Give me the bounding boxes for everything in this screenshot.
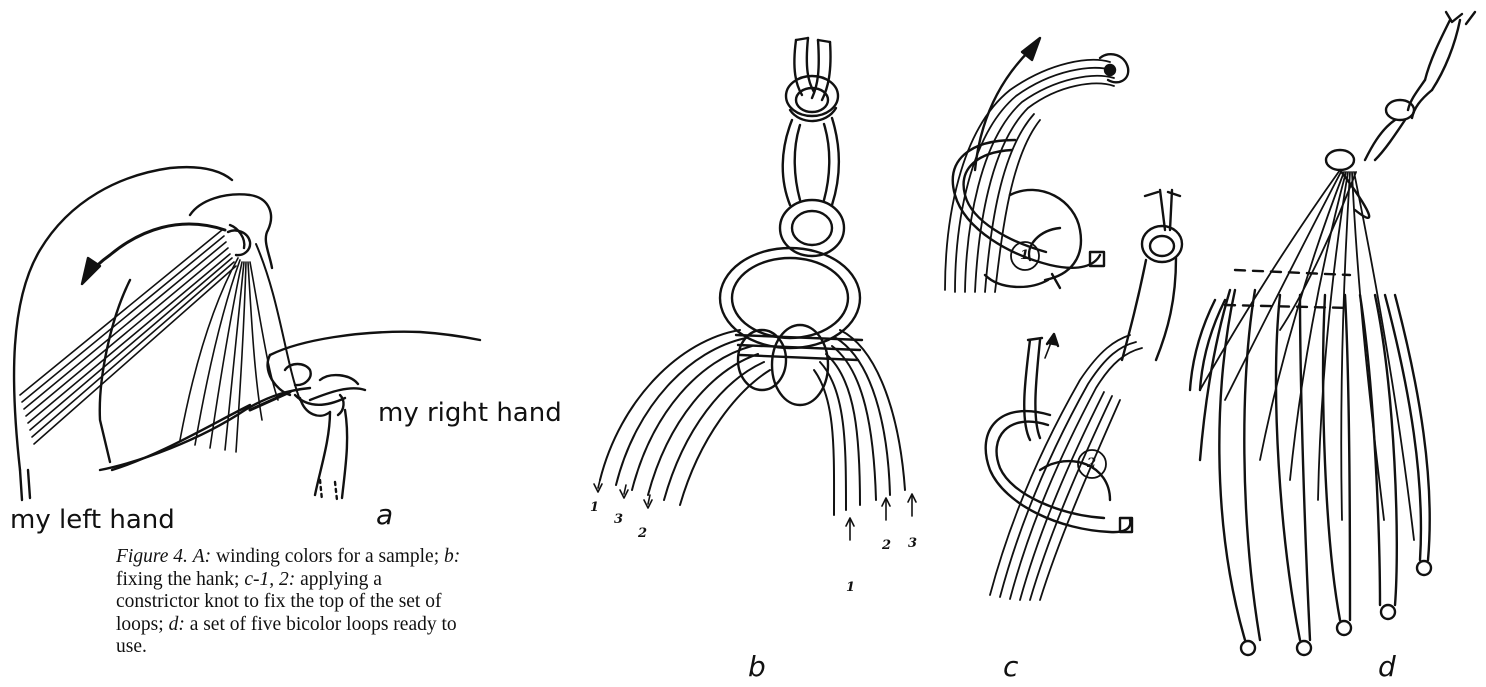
panel-b-num-left-3: 2: [638, 526, 647, 541]
panel-c-step-1: 1: [1020, 248, 1029, 263]
caption-key-a: A:: [193, 546, 211, 567]
panel-d-letter: d: [1378, 650, 1396, 683]
caption-key-c: c-1, 2:: [244, 569, 295, 590]
panel-b-fixing-hank: [594, 38, 916, 540]
panel-a-hands-winding: [14, 167, 480, 500]
figure-caption: Figure 4. A: winding colors for a sample…: [116, 546, 461, 659]
panel-a-letter: a: [376, 498, 393, 531]
caption-key-b: b:: [444, 546, 460, 567]
caption-text-a: winding colors for a sample;: [211, 546, 444, 567]
right-hand-label: my right hand: [378, 398, 562, 428]
panel-b-num-right-1: 1: [846, 580, 855, 595]
panel-c-step-2: 2: [1087, 456, 1096, 471]
panel-b-num-left-2: 3: [614, 512, 623, 527]
caption-key-d: d:: [169, 614, 185, 635]
panel-c-letter: c: [1003, 650, 1018, 683]
panel-b-num-right-2: 2: [882, 538, 891, 553]
caption-figure-number: Figure 4.: [116, 546, 188, 567]
panel-c-constrictor-knot: [945, 38, 1182, 600]
panel-b-letter: b: [748, 650, 766, 683]
panel-b-num-right-3: 3: [908, 536, 917, 551]
panel-b-num-left-1: 1: [590, 500, 599, 515]
caption-text-b: fixing the hank;: [116, 569, 244, 590]
panel-d-five-bicolor-loops: [1190, 12, 1475, 655]
left-hand-label: my left hand: [10, 505, 175, 535]
